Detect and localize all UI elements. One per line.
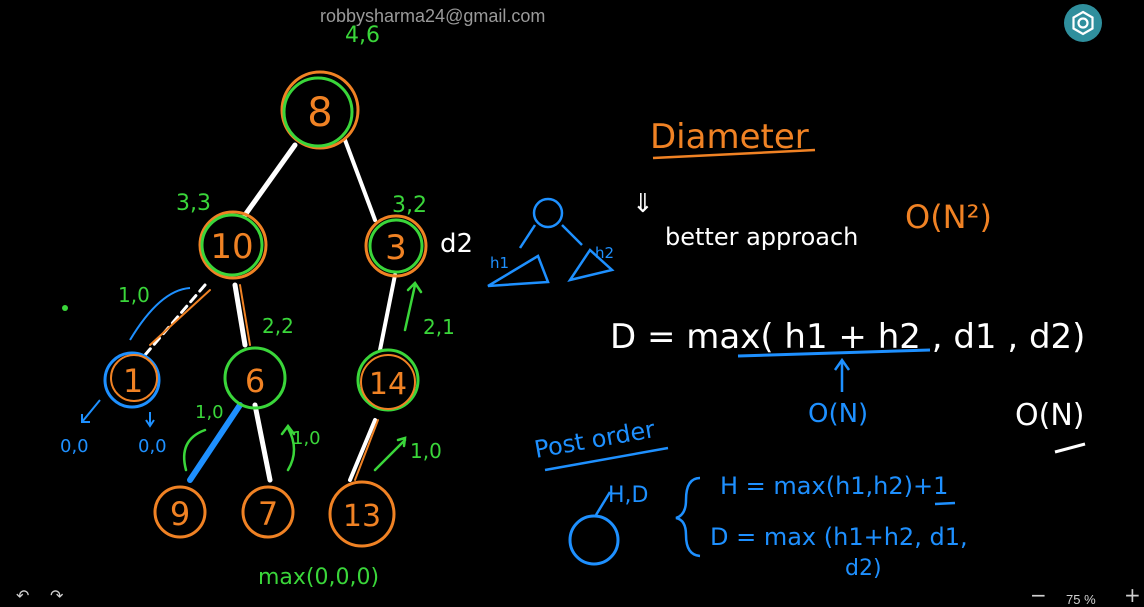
text-better-approach: better approach — [665, 223, 858, 251]
node-label: 8 — [307, 90, 332, 136]
annotation-right: 3,2 — [392, 193, 427, 218]
post-order-underline — [544, 446, 669, 472]
tree-node-rrl: 13 — [328, 480, 396, 548]
tree-node-left: 10 — [198, 210, 268, 280]
annotation-rr: 2,1 — [423, 315, 455, 339]
brace — [675, 476, 701, 558]
tree-edges — [143, 138, 397, 483]
on-right-underline — [1054, 442, 1086, 454]
plus-one-underline — [934, 501, 956, 506]
mini-label-h2: h2 — [595, 244, 614, 262]
annotation-lrr: 1,0 — [292, 428, 321, 449]
redo-icon[interactable]: ↷ — [50, 586, 64, 605]
annotation-left: 3,3 — [176, 191, 211, 216]
annotation-ll: 1,0 — [118, 283, 150, 307]
gear-icon — [1072, 10, 1094, 36]
node-label: 6 — [245, 362, 265, 400]
zoom-level: 75 % — [1066, 592, 1096, 607]
double-arrow: ⇓ — [632, 189, 654, 219]
tree-node-ll: 1 — [103, 351, 161, 409]
node-label: 9 — [170, 495, 190, 533]
title-underline — [652, 148, 816, 160]
formula-d-line1: D = max (h1+h2, d1, — [710, 523, 968, 551]
tree-node-right: 3 — [364, 214, 428, 278]
undo-icon[interactable]: ↶ — [16, 586, 30, 605]
zoom-in-button[interactable]: + — [1124, 583, 1141, 607]
node-label: 7 — [258, 495, 278, 533]
hd-label: H,D — [608, 483, 648, 508]
annotation-ll-left-null: 0,0 — [60, 436, 89, 457]
formula-d-line2: d2) — [845, 556, 882, 581]
annotation-ll-right-null: 0,0 — [138, 436, 167, 457]
complexity-on-right: O(N) — [1015, 398, 1084, 433]
node-label: 10 — [210, 227, 253, 267]
title-diameter: Diameter — [650, 117, 809, 157]
annotation-lrl: 1,0 — [195, 402, 224, 423]
tree-node-lrl: 9 — [153, 485, 207, 539]
hd-node-circle — [568, 514, 620, 566]
annotation-rrl: 1,0 — [410, 439, 442, 463]
hd-arrow — [594, 491, 612, 516]
complexity-on2: O(N²) — [905, 198, 992, 236]
node-label: 3 — [385, 228, 407, 268]
annotation-lr: 2,2 — [262, 314, 294, 338]
tree-node-lr: 6 — [223, 346, 287, 410]
complexity-on-under: O(N) — [808, 399, 868, 429]
annotation-root: 4,6 — [345, 23, 380, 48]
mini-label-h1: h1 — [490, 254, 509, 272]
ink-dot — [62, 305, 68, 311]
text-post-order: Post order — [532, 415, 657, 464]
tree-node-root: 8 — [280, 70, 360, 150]
mini-subtree-sketch — [487, 197, 615, 288]
formula-underline — [737, 348, 931, 358]
annotation-d2: d2 — [440, 229, 473, 259]
settings-button[interactable] — [1064, 4, 1102, 42]
upward-arrows — [182, 281, 423, 472]
node-label: 14 — [369, 367, 407, 402]
up-arrow — [833, 357, 851, 392]
tree-node-lrr: 7 — [241, 485, 295, 539]
tree-node-rr: 14 — [356, 348, 420, 412]
zoom-out-button[interactable]: − — [1030, 583, 1047, 607]
formula-height: H = max(h1,h2)+1 — [720, 472, 948, 500]
null-arrows — [81, 287, 191, 428]
bottom-toolbar: ↶ ↷ − 75 % + — [0, 583, 1144, 607]
annotation-bottom-max: max(0,0,0) — [258, 565, 379, 590]
formula-diameter: D = max( h1 + h2 , d1 , d2) — [610, 317, 1085, 357]
account-email: robbysharma24@gmail.com — [320, 6, 546, 26]
node-label: 13 — [343, 499, 381, 534]
node-label: 1 — [123, 362, 143, 400]
